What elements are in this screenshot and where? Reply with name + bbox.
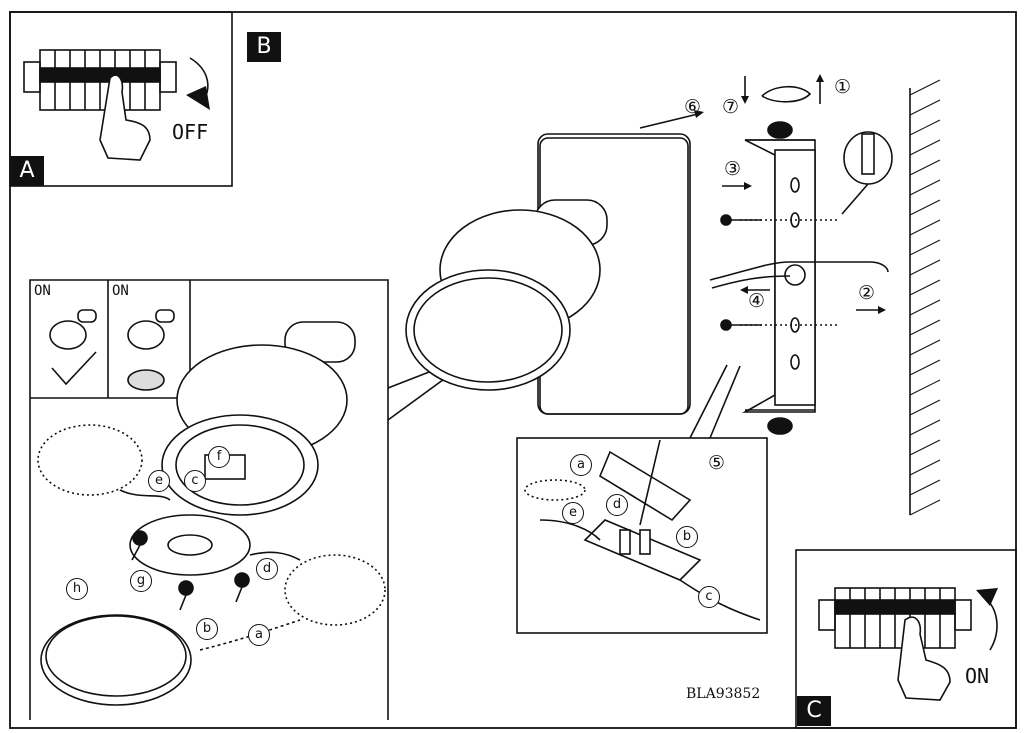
step-5-label: ⑤ — [708, 452, 726, 474]
lamp-option-right — [127, 309, 175, 391]
on-label: ON — [965, 664, 990, 688]
screw-icon — [720, 214, 762, 226]
mains-cable — [709, 261, 889, 281]
panel-tag-a: A — [10, 156, 44, 186]
callout-a: a — [248, 624, 270, 646]
callout-h: h — [66, 578, 88, 600]
lamp-option-right-label: ON — [112, 283, 129, 299]
breaker-strip-a — [23, 49, 177, 111]
panel-tag-b: B — [247, 32, 281, 62]
panel-tag-c: C — [797, 696, 831, 726]
screw-icon — [234, 572, 250, 603]
hand-icon — [897, 616, 951, 701]
step-1-label: ① — [834, 76, 852, 98]
detail-callout-a: a — [570, 454, 592, 476]
screw-icon — [131, 530, 148, 561]
main-spotlight — [405, 133, 691, 415]
wall-plug-icon — [841, 131, 893, 215]
panel-a-breaker-off — [9, 11, 233, 187]
detail-callout-c: c — [698, 586, 720, 608]
terminal-block-detail — [516, 437, 768, 634]
step-6-label: ⑥ — [684, 96, 702, 118]
callout-c: c — [184, 470, 206, 492]
step-3-label: ③ — [724, 158, 742, 180]
callout-b: b — [196, 618, 218, 640]
step-2-label: ② — [858, 282, 876, 304]
breaker-strip-c — [818, 587, 972, 649]
lamp-disassembly-panel — [29, 279, 389, 720]
led-module-dotted-e — [37, 424, 143, 496]
off-label: OFF — [172, 120, 209, 144]
detail-callout-e: e — [562, 502, 584, 524]
step-4-label: ④ — [748, 290, 766, 312]
wall — [909, 79, 941, 516]
diffuser-cover — [40, 614, 192, 706]
lamp-option-left — [49, 309, 97, 386]
led-module-dotted-d — [284, 554, 386, 626]
product-code: BLA93852 — [686, 686, 761, 702]
lamp-option-left-label: ON — [34, 283, 51, 299]
spotlight-body — [161, 321, 356, 516]
callout-f: f — [208, 446, 230, 468]
callout-d: d — [256, 558, 278, 580]
detail-callout-d: d — [606, 494, 628, 516]
callout-e: e — [148, 470, 170, 492]
hand-icon — [99, 74, 151, 161]
led-board — [129, 514, 251, 576]
detail-callout-b: b — [676, 526, 698, 548]
panel-c-breaker-on — [795, 549, 1017, 729]
screw-icon — [178, 580, 194, 611]
callout-g: g — [130, 570, 152, 592]
screw-icon — [720, 319, 762, 331]
step-7-label: ⑦ — [722, 96, 740, 118]
